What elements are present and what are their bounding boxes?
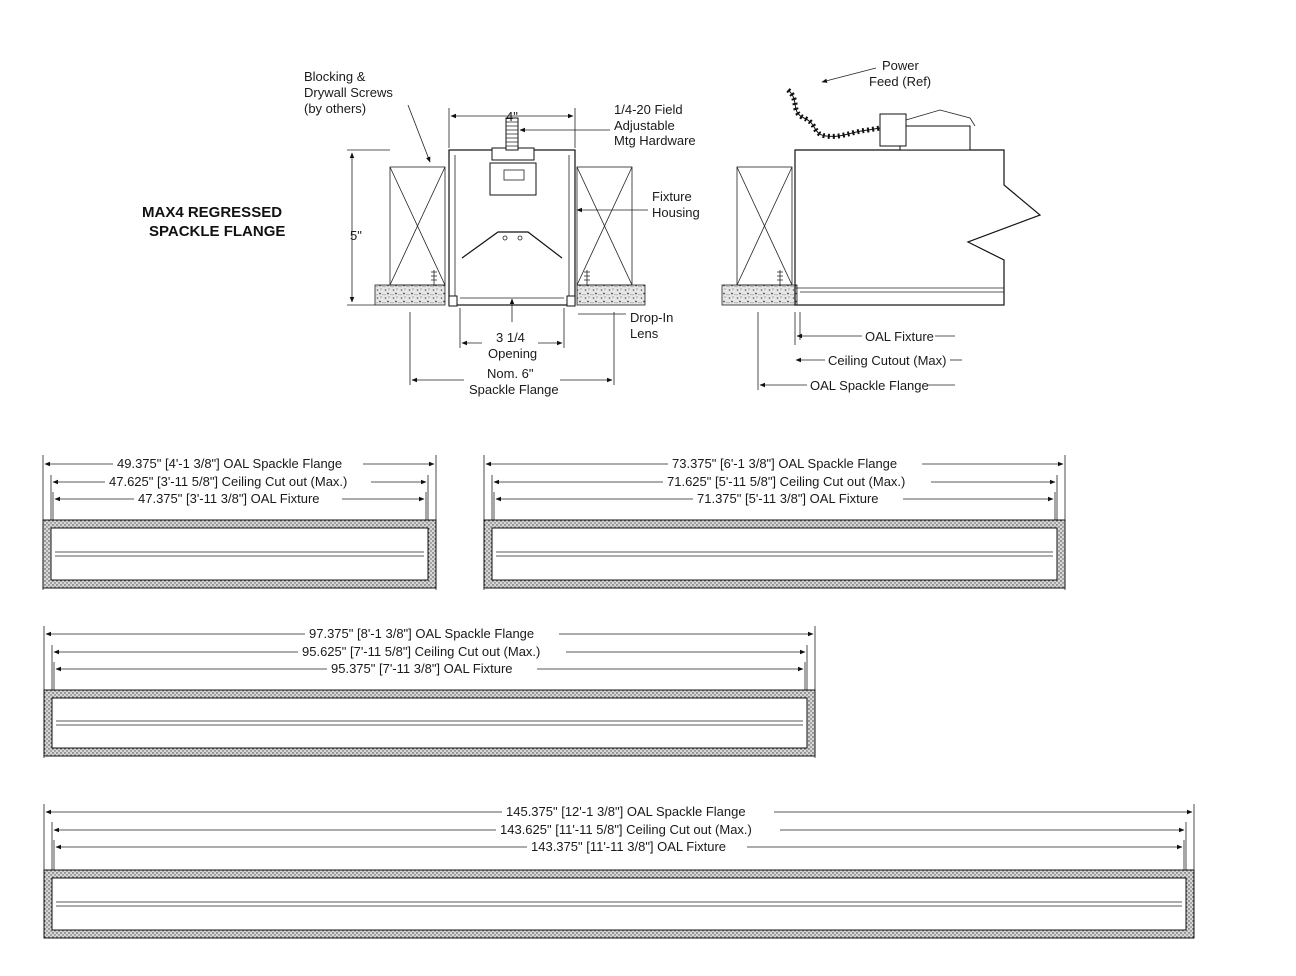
fixture-4ft-flange-label: 49.375" [4'-1 3/8"] OAL Spackle Flange [117, 456, 342, 471]
end-view: Power Feed (Ref) OAL Fixture Ceiling Cut… [721, 58, 1042, 393]
fixture-12ft: 145.375" [12'-1 3/8"] OAL Spackle Flange… [43, 804, 1195, 939]
fixture-8ft-cutout-label: 95.625" [7'-11 5/8"] Ceiling Cut out (Ma… [302, 644, 540, 659]
dim-4in-label: 4" [506, 109, 518, 124]
screw-right [584, 270, 590, 286]
power-leader [821, 67, 877, 83]
lens-label-2: Lens [630, 326, 659, 341]
title-line-2: SPACKLE FLANGE [149, 223, 285, 240]
housing-label-2: Housing [652, 205, 700, 220]
fixture-6ft-flange-label: 73.375" [6'-1 3/8"] OAL Spackle Flange [672, 456, 897, 471]
end-screw [777, 270, 783, 286]
opening-label-1: 3 1/4 [496, 330, 525, 345]
end-housing [794, 149, 1042, 306]
blocking-label-2: Drywall Screws [304, 85, 393, 100]
fixture-4ft: 49.375" [4'-1 3/8"] OAL Spackle Flange 4… [42, 455, 437, 590]
fixture-4ft-fixture-label: 47.375" [3'-11 3/8"] OAL Fixture [138, 491, 320, 506]
junction-box [899, 125, 971, 151]
fixture-6ft: 73.375" [6'-1 3/8"] OAL Spackle Flange 7… [483, 455, 1066, 590]
fixture-6ft-cutout-label: 71.625" [5'-11 5/8"] Ceiling Cut out (Ma… [667, 474, 905, 489]
fixture-8ft: 97.375" [8'-1 3/8"] OAL Spackle Flange 9… [43, 626, 816, 758]
flange-label-2: Spackle Flange [469, 382, 559, 397]
blocking-leader [407, 104, 431, 163]
flex-conduit [786, 88, 881, 139]
hardware-label-3: Mtg Hardware [614, 133, 696, 148]
fixture-12ft-fixture-label: 143.375" [11'-11 3/8"] OAL Fixture [531, 839, 726, 854]
opening-label-2: Opening [488, 346, 537, 361]
oal-fixture-label: OAL Fixture [865, 329, 934, 344]
fixture-8ft-flange-label: 97.375" [8'-1 3/8"] OAL Spackle Flange [309, 626, 534, 641]
end-ceiling [721, 284, 798, 306]
blocking-right [576, 166, 633, 286]
lens-label-1: Drop-In [630, 310, 673, 325]
hardware-label-1: 1/4-20 Field [614, 102, 683, 117]
fixture-12ft-cutout-label: 143.625" [11'-11 5/8"] Ceiling Cut out (… [500, 822, 752, 837]
power-label-2: Feed (Ref) [869, 74, 931, 89]
housing-label-1: Fixture [652, 189, 692, 204]
blocking-label-1: Blocking & [304, 69, 366, 84]
ceiling-right [576, 284, 646, 306]
oal-flange-label: OAL Spackle Flange [810, 378, 929, 393]
ceiling-cutout-label: Ceiling Cutout (Max) [828, 353, 947, 368]
screw-left [431, 270, 437, 286]
fixture-6ft-fixture-label: 71.375" [5'-11 3/8"] OAL Fixture [697, 491, 879, 506]
hardware-label-2: Adjustable [614, 118, 675, 133]
blocking-label-3: (by others) [304, 101, 366, 116]
ceiling-left [374, 284, 446, 306]
section-view: 4" 5" Blocking & Drywall Screws (by othe… [304, 69, 700, 397]
fixture-12ft-flange-label: 145.375" [12'-1 3/8"] OAL Spackle Flange [506, 804, 746, 819]
fixture-8ft-fixture-label: 95.375" [7'-11 3/8"] OAL Fixture [331, 661, 513, 676]
title-line-1: MAX4 REGRESSED [142, 204, 282, 221]
end-blocking [736, 166, 793, 286]
dim-5in-label: 5" [350, 228, 362, 243]
blocking-left [389, 166, 446, 286]
power-label-1: Power [882, 58, 920, 73]
flange-label-1: Nom. 6" [487, 366, 534, 381]
fixture-4ft-cutout-label: 47.625" [3'-11 5/8"] Ceiling Cut out (Ma… [109, 474, 347, 489]
fixture-housing [448, 117, 576, 307]
